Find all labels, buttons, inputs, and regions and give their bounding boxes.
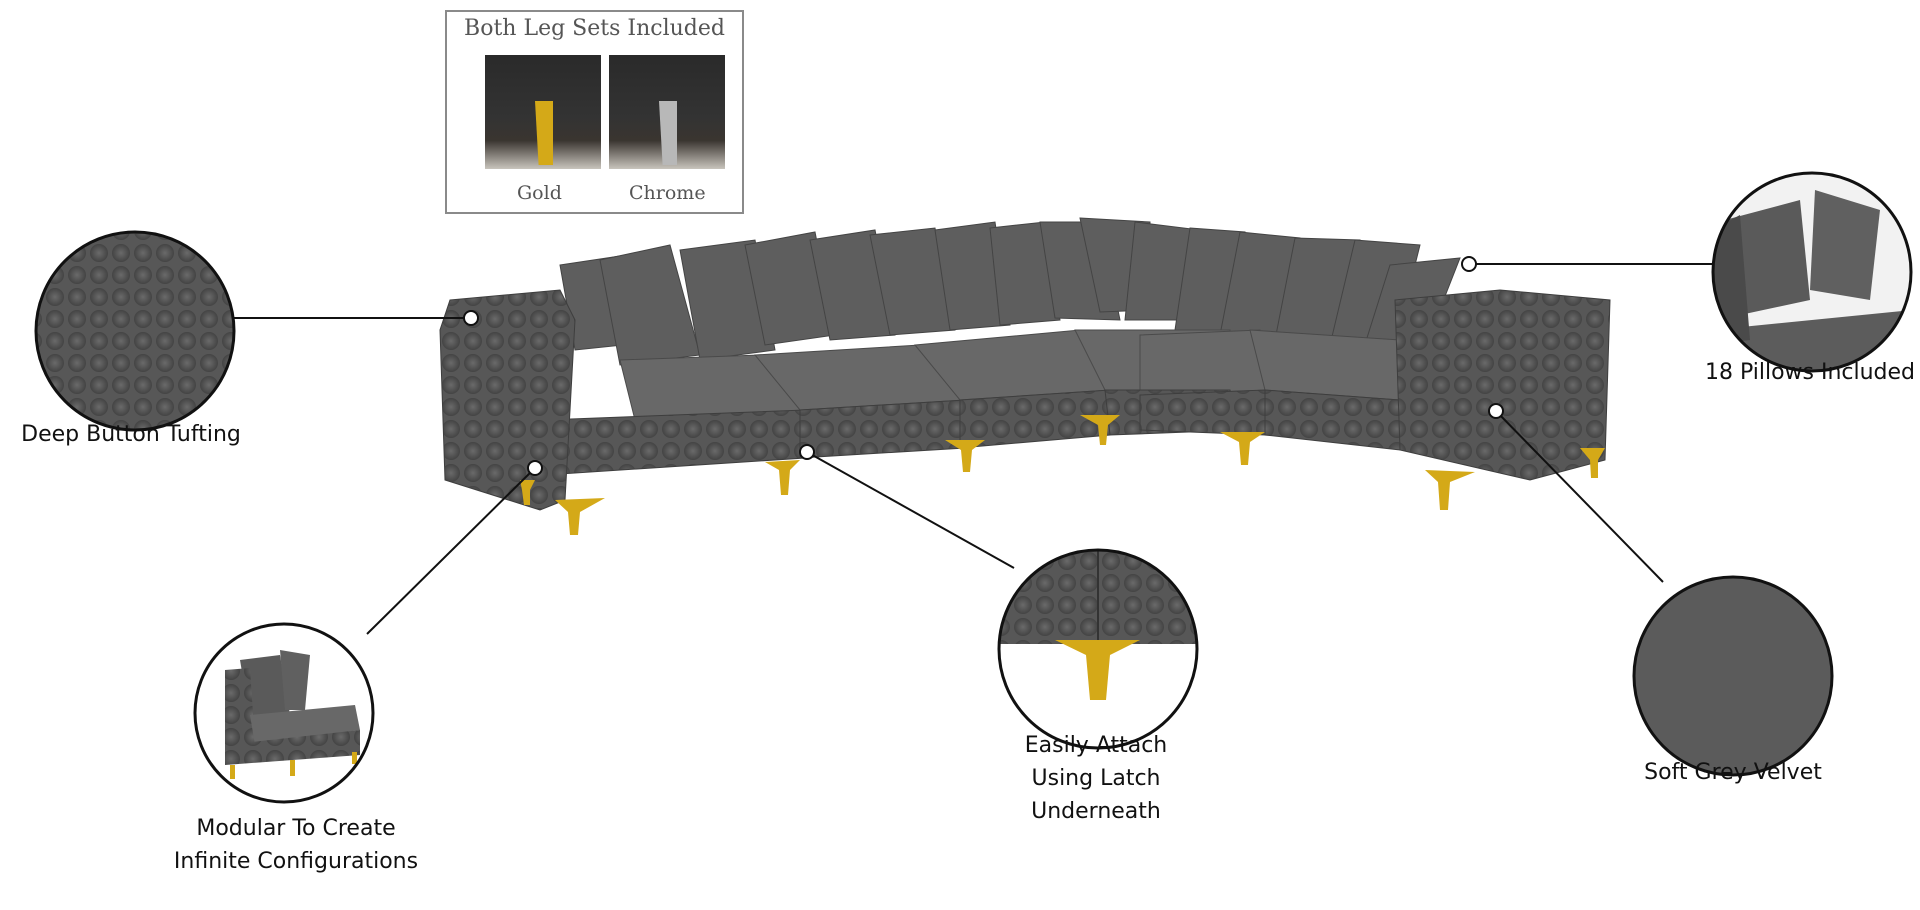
callout-lines: [233, 263, 1712, 635]
velvet-label: Soft Grey Velvet: [1644, 760, 1822, 785]
latch-label-line3: Underneath: [1031, 799, 1161, 824]
tufting-detail-circle: [34, 230, 236, 432]
latch-detail-circle: [997, 548, 1199, 750]
chrome-leg-label: Chrome: [629, 182, 706, 204]
latch-label-line2: Using Latch: [1031, 766, 1161, 791]
modular-detail-circle: [193, 622, 375, 804]
tufting-label: Deep Button Tufting: [21, 422, 241, 447]
velvet-detail-circle: [1632, 575, 1834, 777]
latch-label: Easily Attach Using Latch Underneath: [1025, 729, 1168, 828]
sofa-base: [439, 289, 1611, 511]
gold-leg-swatch: [485, 55, 601, 169]
modular-label-line1: Modular To Create: [196, 816, 396, 841]
modular-label-line2: Infinite Configurations: [173, 849, 419, 874]
callout-dots: [463, 256, 1504, 476]
chrome-leg-swatch: [609, 55, 725, 169]
leg-sets-title: Both Leg Sets Included: [464, 16, 725, 41]
leg-sets-panel: Both Leg Sets Included Gold Chrome: [445, 10, 744, 214]
latch-label-line1: Easily Attach: [1024, 733, 1168, 758]
modular-label: Modular To Create Infinite Configuration…: [174, 812, 418, 878]
gold-leg-label: Gold: [517, 182, 562, 204]
sofa-legs: [520, 415, 1605, 535]
pillows-label: 18 Pillows Included: [1704, 360, 1916, 385]
pillows-detail-circle: [1711, 171, 1913, 373]
sofa-seats: [619, 329, 1401, 421]
